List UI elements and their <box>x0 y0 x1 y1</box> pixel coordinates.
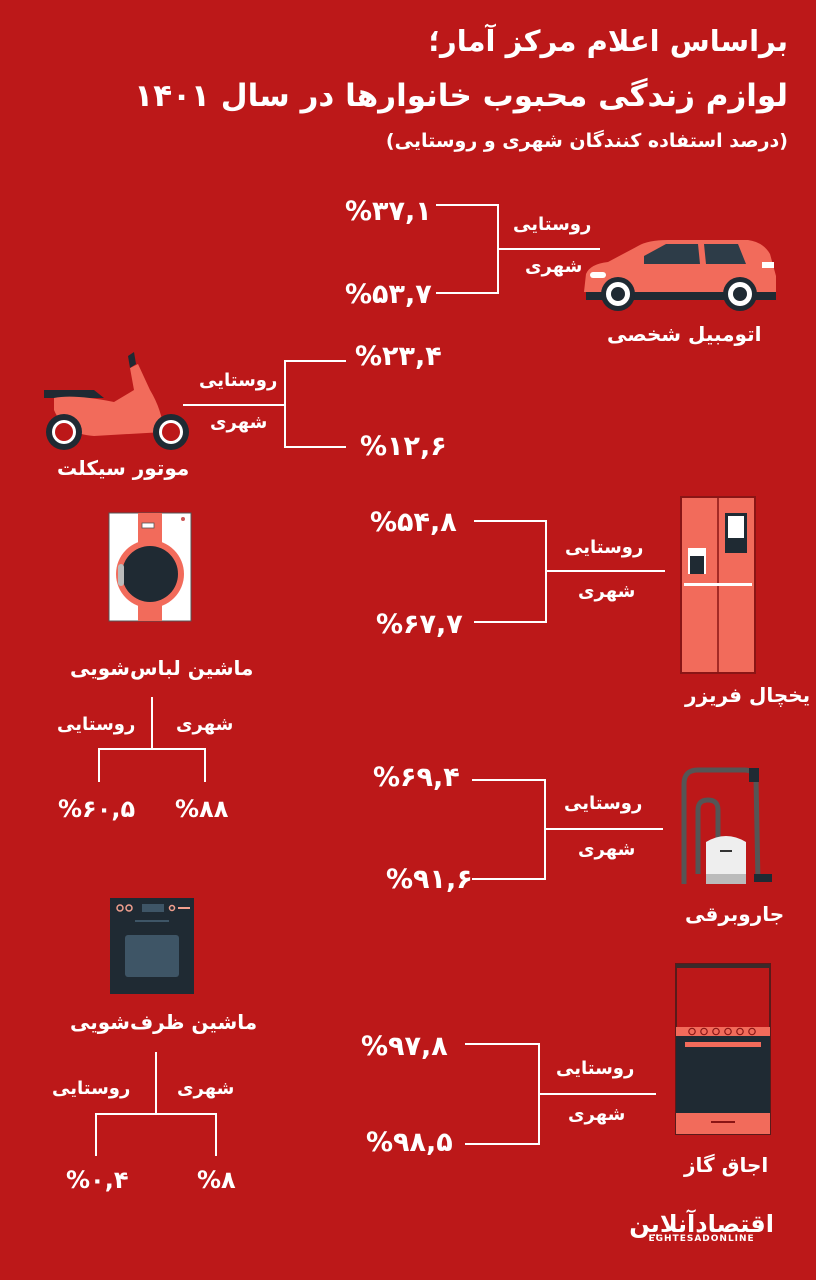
item-name: جاروبرقی <box>685 902 785 926</box>
urban-value: %۹۸,۵ <box>366 1127 453 1158</box>
urban-value: %۸۸ <box>175 795 229 823</box>
rural-label: روستایی <box>565 537 644 558</box>
urban-label: شهری <box>177 1078 235 1099</box>
urban-label: شهری <box>176 714 234 735</box>
urban-label: شهری <box>568 1104 626 1125</box>
urban-value: %۹۱,۶ <box>386 864 473 895</box>
rural-value: %۹۷,۸ <box>361 1031 448 1062</box>
washing-machine-icon <box>108 512 192 622</box>
item-name: ماشین لباس‌شویی <box>70 656 254 680</box>
refrigerator-icon <box>680 496 756 674</box>
item-name: اجاق گاز <box>684 1153 769 1177</box>
urban-label: شهری <box>578 581 636 602</box>
rural-label: روستایی <box>57 714 136 735</box>
rural-value: %۵۴,۸ <box>370 507 457 538</box>
rural-value: %۳۷,۱ <box>345 196 432 227</box>
page-subtitle: (درصد استفاده کنندگان شهری و روستایی) <box>385 130 788 152</box>
urban-label: شهری <box>210 412 268 433</box>
rural-value: %۶۰,۵ <box>58 795 136 823</box>
gas-stove-icon <box>675 963 771 1135</box>
motorcycle-icon <box>44 352 189 450</box>
rural-label: روستایی <box>556 1058 635 1079</box>
item-name: موتور سیکلت <box>57 456 190 480</box>
item-name: اتومبیل شخصی <box>607 322 762 346</box>
logo-text-en: EGHTESADONLINE <box>648 1234 755 1244</box>
urban-value: %۵۳,۷ <box>345 279 432 310</box>
header-line1: براساس اعلام مرکز آمار؛ <box>428 24 788 58</box>
page-title: لوازم زندگی محبوب خانوارها در سال ۱۴۰۱ <box>134 78 788 114</box>
rural-value: %۰,۴ <box>66 1166 129 1194</box>
vacuum-cleaner-icon <box>681 767 772 884</box>
rural-value: %۶۹,۴ <box>373 762 460 793</box>
rural-value: %۲۳,۴ <box>355 341 442 372</box>
brand-logo: اقتصادآنلاین EGHTESADONLINE <box>629 1210 775 1244</box>
item-name: ماشین ظرف‌شویی <box>70 1010 258 1034</box>
rural-label: روستایی <box>52 1078 131 1099</box>
rural-label: روستایی <box>564 793 643 814</box>
car-icon <box>584 240 776 311</box>
dishwasher-icon <box>110 898 194 994</box>
urban-value: %۱۲,۶ <box>360 431 447 462</box>
urban-value: %۶۷,۷ <box>376 609 463 640</box>
item-name: یخچال فریزر <box>685 683 811 707</box>
urban-label: شهری <box>525 256 583 277</box>
rural-label: روستایی <box>513 214 592 235</box>
rural-label: روستایی <box>199 370 278 391</box>
urban-value: %۸ <box>197 1166 236 1194</box>
urban-label: شهری <box>578 839 636 860</box>
logo-text-fa: اقتصادآنلاین <box>629 1210 775 1238</box>
